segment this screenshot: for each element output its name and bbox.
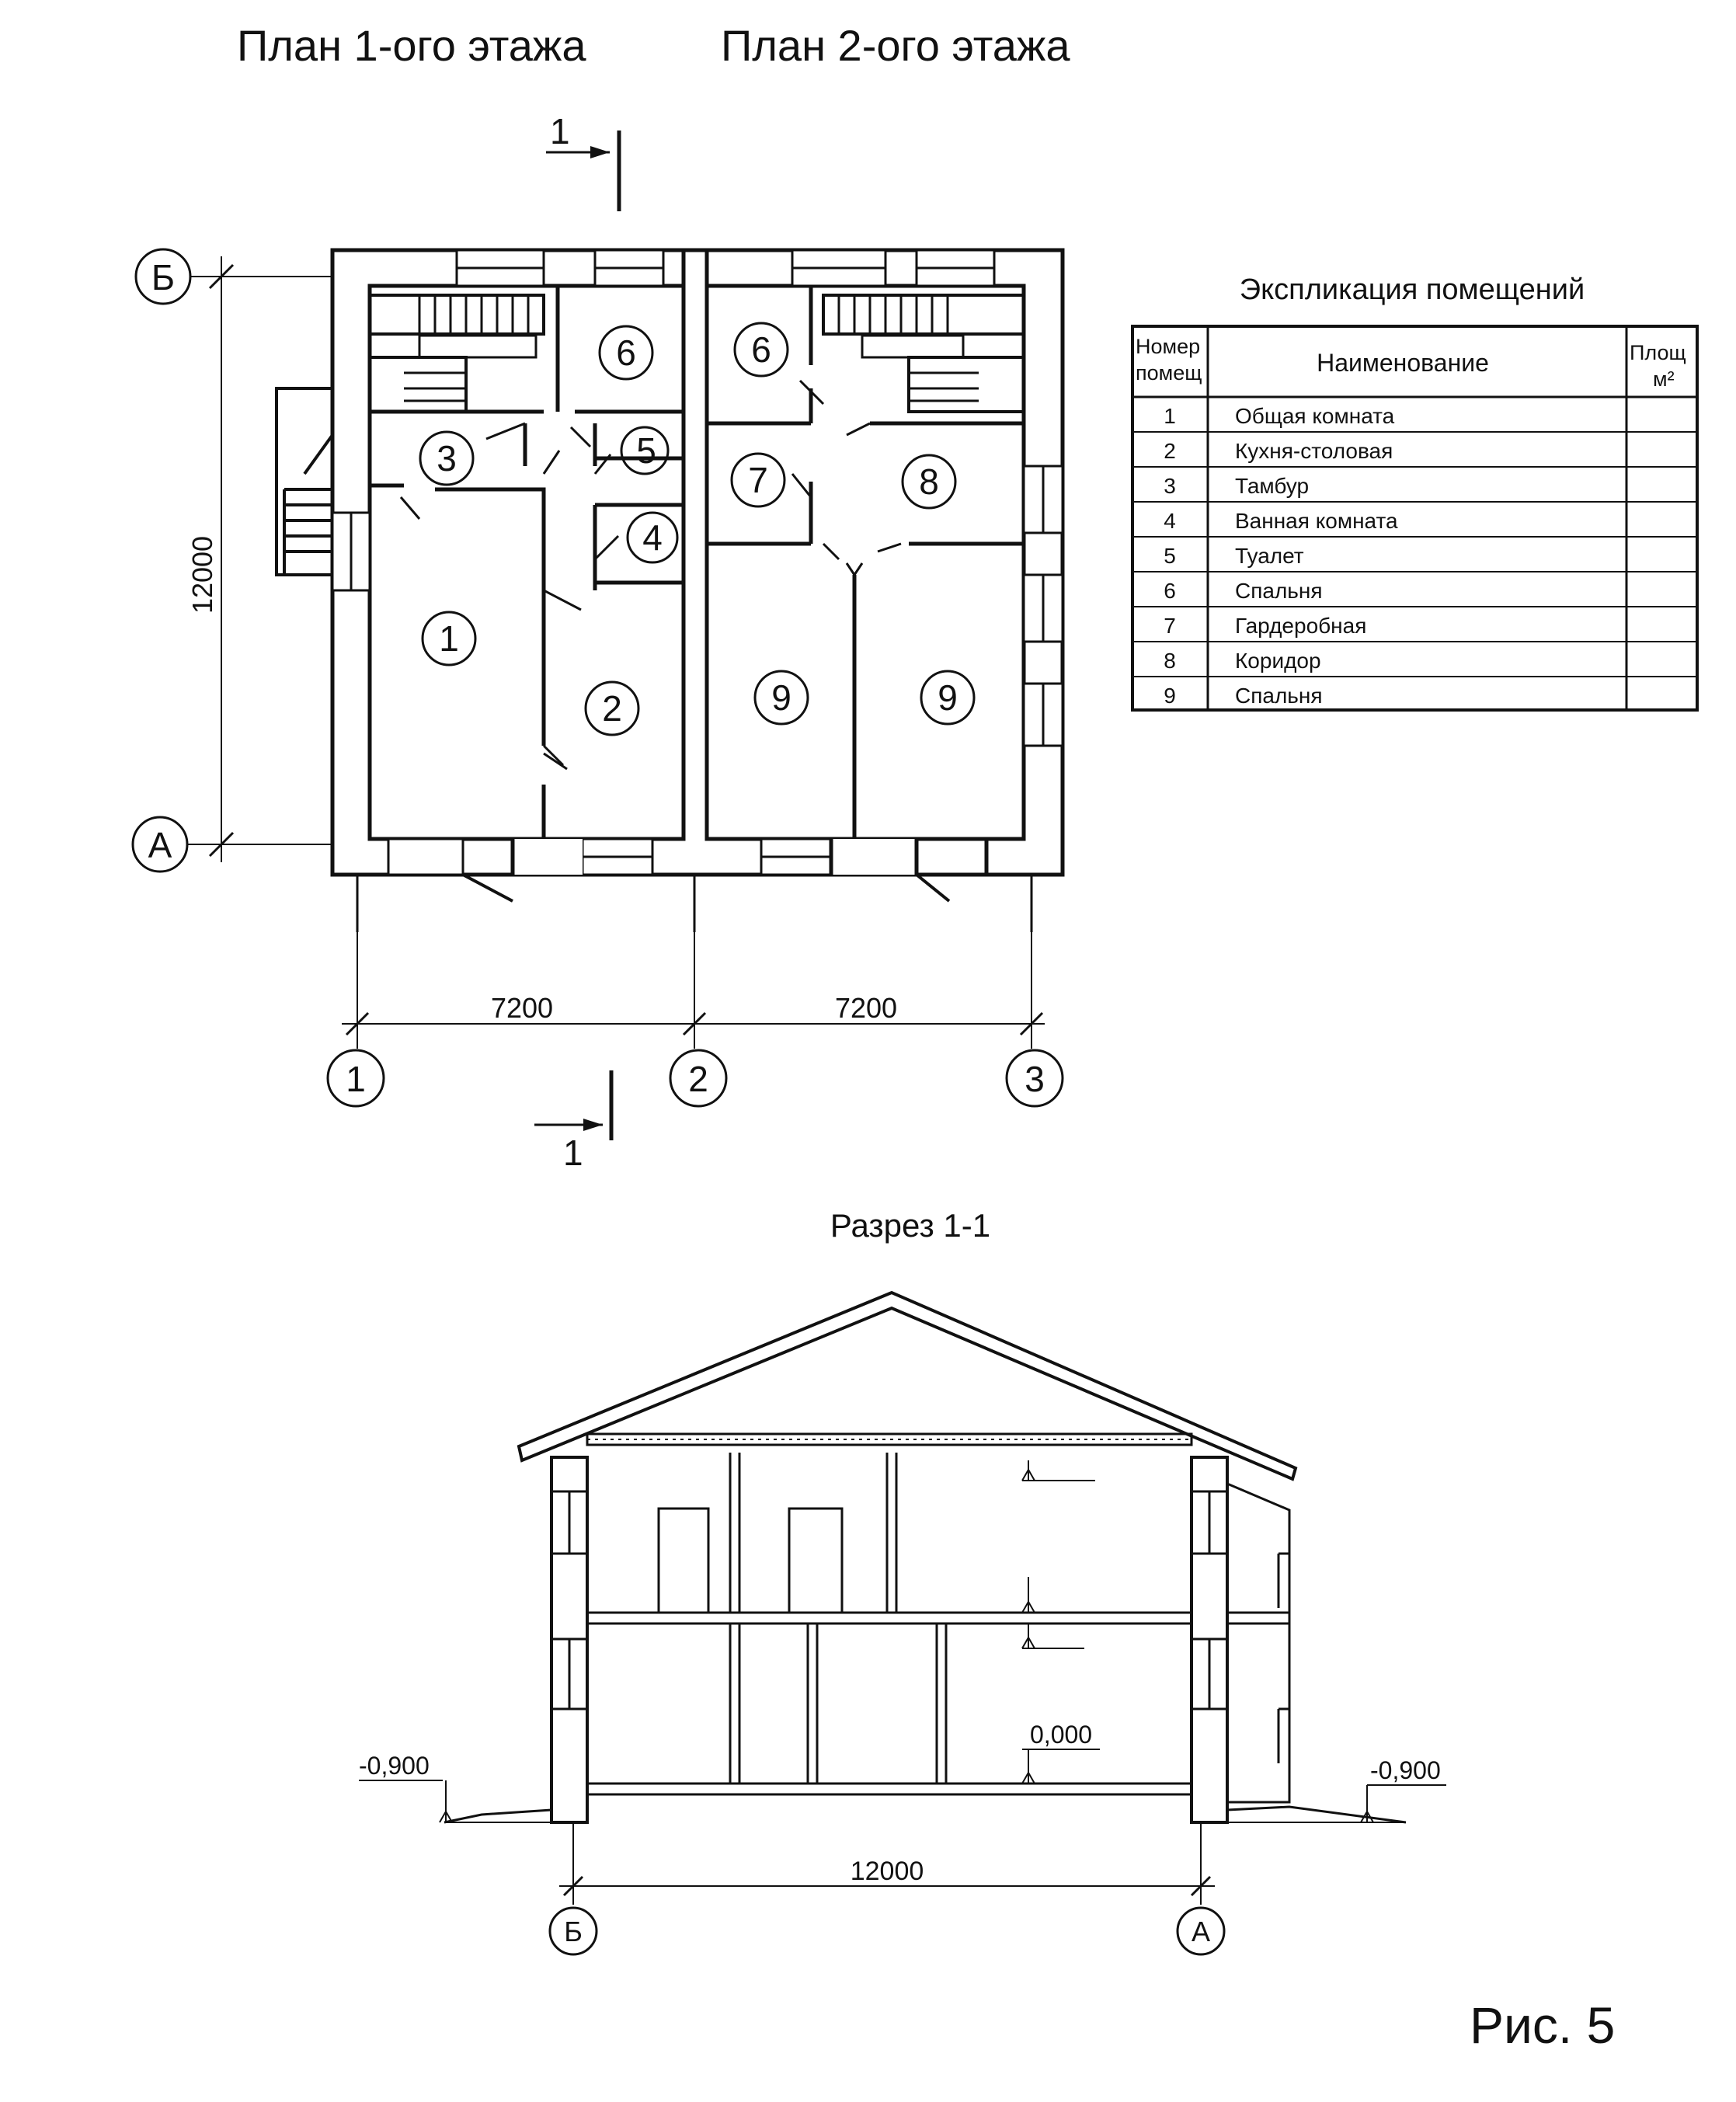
table-row-name: Тамбур — [1235, 474, 1309, 498]
level-mark-zero: 0,000 — [1030, 1721, 1092, 1749]
table-row-name: Общая комната — [1235, 404, 1395, 428]
section-cut-label-top: 1 — [550, 111, 570, 151]
axis-label-3: 3 — [1025, 1059, 1045, 1099]
room-number-f1-5: 5 — [636, 430, 656, 471]
axis-bubble-1 — [326, 1049, 385, 1108]
table-header-area-2: м² — [1653, 367, 1675, 391]
table-row-name: Коридор — [1235, 649, 1321, 673]
table-row-name: Гардеробная — [1235, 614, 1366, 638]
section-cut-label-bottom: 1 — [563, 1133, 583, 1173]
section-cut-mark-bottom: 1 — [534, 1070, 614, 1173]
table-row-num: 3 — [1164, 474, 1176, 498]
table-row-num: 5 — [1164, 544, 1176, 568]
axis-label-a: А — [148, 825, 172, 865]
table-row-num: 2 — [1164, 439, 1176, 463]
section-axis-label-b: Б — [564, 1916, 583, 1947]
room-number-f2-6: 6 — [751, 329, 771, 370]
section-axis-bubble-a — [1176, 1906, 1226, 1956]
table-header-name: Наименование — [1317, 349, 1489, 377]
plan-dimension-span-1: 7200 — [491, 992, 553, 1024]
section-dimension-width: 12000 — [851, 1857, 924, 1886]
staircase-floor1 — [370, 294, 545, 413]
table-row-name: Туалет — [1235, 544, 1304, 568]
section-title: Разрез 1-1 — [830, 1207, 990, 1244]
table-row-num: 8 — [1164, 649, 1176, 673]
table-row-num: 6 — [1164, 579, 1176, 603]
partitions-floor2 — [707, 286, 1024, 839]
table-header-area-1: Площ — [1630, 341, 1686, 364]
room-number-f1-3: 3 — [437, 438, 457, 479]
room-number-f2-9b: 9 — [938, 677, 958, 718]
table-row-name: Кухня-столовая — [1235, 439, 1393, 463]
entrance-porch — [275, 387, 334, 576]
floor-plan-walls — [330, 248, 1065, 932]
room-number-f2-7: 7 — [748, 460, 768, 500]
table-row-num: 7 — [1164, 614, 1176, 638]
plan-dimension-height: 12000 — [186, 536, 218, 614]
axis-label-b: Б — [151, 257, 175, 298]
table-header-number-2: помещ — [1136, 361, 1202, 385]
table-row-name: Спальня — [1235, 684, 1323, 708]
plan-dimension-span-2: 7200 — [835, 992, 897, 1024]
section-drawing — [359, 1290, 1446, 1956]
section-cut-mark-top: 1 — [546, 111, 621, 211]
section-axis-label-a: А — [1192, 1916, 1210, 1947]
explication-table — [1131, 325, 1699, 712]
plan2-title: План 2-ого этажа — [721, 21, 1070, 70]
room-number-f2-8: 8 — [919, 461, 939, 502]
level-mark-right: -0,900 — [1370, 1756, 1441, 1784]
table-row-num: 9 — [1164, 684, 1176, 708]
table-rows: 1 Общая комната 2 Кухня-столовая 3 Тамбу… — [1164, 404, 1398, 708]
table-row-name: Спальня — [1235, 579, 1323, 603]
axis-bubble-2 — [669, 1049, 728, 1108]
axis-label-1: 1 — [346, 1059, 366, 1099]
figure-label: Рис. 5 — [1470, 1996, 1615, 2054]
room-number-f1-4: 4 — [642, 517, 663, 558]
staircase-floor2 — [822, 294, 1024, 413]
explication-title: Экспликация помещений — [1240, 273, 1585, 306]
plan-axis-marks — [131, 248, 1064, 1108]
table-row-num: 1 — [1164, 404, 1176, 428]
room-number-f1-2: 2 — [602, 688, 622, 729]
level-mark-left: -0,900 — [359, 1752, 430, 1780]
axis-label-2: 2 — [688, 1059, 708, 1099]
table-header-number-1: Номер — [1136, 335, 1200, 358]
room-number-f2-9a: 9 — [771, 677, 791, 718]
room-bubbles — [419, 322, 976, 736]
axis-bubble-3 — [1005, 1049, 1064, 1108]
partitions-floor1 — [370, 286, 684, 839]
plan1-title: План 1-ого этажа — [237, 21, 586, 70]
room-number-f1-6: 6 — [616, 332, 636, 373]
section-axis-bubble-b — [548, 1906, 598, 1956]
table-row-name: Ванная комната — [1235, 509, 1398, 533]
table-row-num: 4 — [1164, 509, 1176, 533]
room-number-f1-1: 1 — [439, 618, 459, 659]
